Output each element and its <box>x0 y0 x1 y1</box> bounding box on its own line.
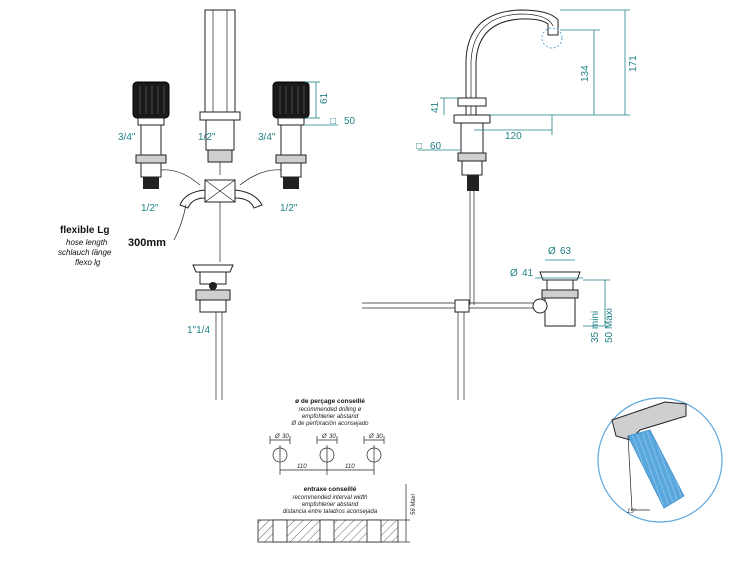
hole-d-symbol-1: Ø <box>274 434 280 440</box>
waste-front <box>192 264 234 400</box>
drilling-sub-1: recommended drilling ø <box>299 407 362 413</box>
dim-134: 134 <box>580 65 591 82</box>
side-body <box>453 97 491 305</box>
dim-50-square: □ <box>330 116 336 127</box>
popup-rod <box>362 299 545 400</box>
hole-d-symbol-3: Ø <box>368 434 374 440</box>
interval-plan: entraxe conseillé recommended interval w… <box>257 484 417 543</box>
waste-63-symbol: Ø <box>548 246 556 257</box>
front-view: 61 □ 50 3/4" 1/2" 3/4" 1/2" 1/2" flexibl… <box>58 9 356 400</box>
thread-right-bottom: 1/2" <box>280 203 298 214</box>
hose-sub-1: hose length <box>66 238 108 247</box>
interval-sub-1: recommended interval width <box>292 495 368 501</box>
side-dimensions <box>418 9 630 327</box>
hole-d-symbol-2: Ø <box>321 434 327 440</box>
thread-left-bottom: 1/2" <box>141 203 159 214</box>
hose-sub-2: schlauch länge <box>58 248 112 257</box>
spacing-1: 110 <box>297 464 307 470</box>
spacing-2: 110 <box>345 464 355 470</box>
hole-d-3: 30 <box>376 434 383 440</box>
spout <box>199 9 241 175</box>
thread-left-top: 3/4" <box>118 132 136 143</box>
mixing-tee <box>160 169 282 262</box>
interval-sub-2: empfohlener abstand <box>302 502 359 508</box>
waste-side <box>532 271 581 327</box>
dim-50: 50 <box>344 116 356 127</box>
drilling-sub-2: empfohlener abstand <box>302 414 359 420</box>
drilling-plan: ø de perçage conseillé recommended drill… <box>269 398 385 475</box>
aerator-detail: 15° <box>597 397 723 523</box>
hose-title: flexible Lg <box>60 225 109 236</box>
thread-center: 1/2" <box>198 132 216 143</box>
interval-sub-3: distancia entre taladros aconsejada <box>283 509 378 515</box>
drilling-title: ø de perçage conseillé <box>295 398 365 405</box>
hose-length: 300mm <box>128 237 166 249</box>
front-dimensions <box>305 81 338 126</box>
thread-right-top: 3/4" <box>258 132 276 143</box>
dim-61: 61 <box>319 92 330 104</box>
interval-title: entraxe conseillé <box>304 486 357 493</box>
waste-thread: 1"1/4 <box>187 325 210 336</box>
drilling-sub-3: Ø de perforación aconsejado <box>290 421 369 427</box>
hose-sub-3: flexo lg <box>75 258 101 267</box>
dim-60-square: □ <box>416 141 422 152</box>
dim-171: 171 <box>628 55 639 72</box>
right-handle <box>272 81 310 189</box>
dim-120: 120 <box>505 131 522 142</box>
side-view: 171 134 41 120 □ 60 Ø 63 Ø 41 35 mini 50… <box>362 9 639 400</box>
dim-60: 60 <box>430 141 442 152</box>
max-thickness: 56 Maxi <box>411 493 417 515</box>
waste-41-symbol: Ø <box>510 268 518 279</box>
hole-d-2: 30 <box>329 434 336 440</box>
hole-d-1: 30 <box>282 434 289 440</box>
detail-angle: 15° <box>627 509 637 515</box>
waste-41: 41 <box>522 268 534 279</box>
waste-max: 50 Maxi <box>604 308 615 343</box>
left-handle <box>132 81 170 189</box>
waste-min: 35 mini <box>590 311 601 343</box>
waste-63: 63 <box>560 246 572 257</box>
hose-pointer <box>173 204 187 241</box>
dim-41: 41 <box>430 101 441 113</box>
